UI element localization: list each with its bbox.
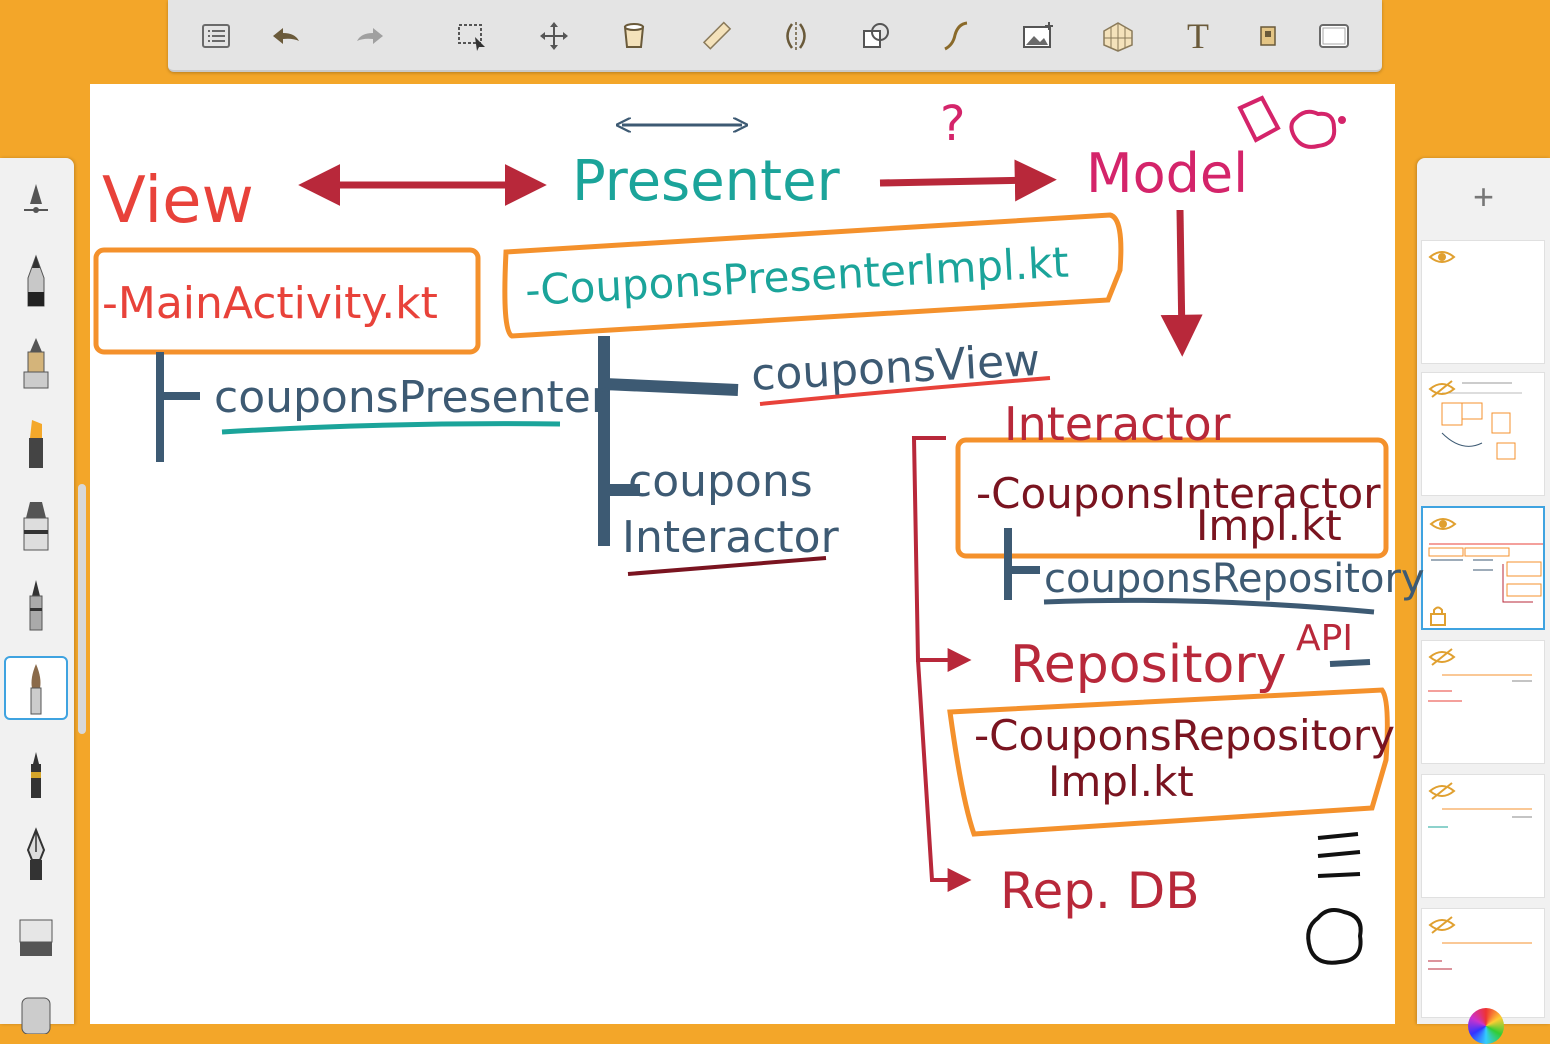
layers-panel: + [1417,158,1550,1024]
reference-icon[interactable] [1246,14,1290,58]
layer-5[interactable] [1421,774,1545,898]
layer-6[interactable] [1421,908,1545,1018]
top-toolbar: T [168,0,1382,72]
eye-hidden-icon[interactable] [1428,915,1456,935]
color-puck[interactable] [1468,1008,1504,1044]
layer-thumbnail [1441,382,1522,460]
ink-pen-icon[interactable] [4,822,68,886]
eraser-icon[interactable] [4,904,68,968]
layer-3[interactable] [1421,506,1545,630]
layer-2[interactable] [1421,372,1545,496]
highlighter-icon[interactable] [4,492,68,556]
image-icon[interactable] [1016,14,1060,58]
selection-icon[interactable] [450,14,494,58]
layer-thumbnail [1428,808,1532,828]
ruler-icon[interactable] [694,14,738,58]
layer-thumbnail [1428,942,1532,970]
lock-icon[interactable] [1429,604,1447,626]
brush-palette [0,158,74,1034]
perspective-icon[interactable] [1096,14,1140,58]
eye-icon[interactable] [1429,514,1457,534]
fullscreen-icon[interactable] [1312,14,1356,58]
symmetry-icon[interactable] [774,14,818,58]
eye-icon[interactable] [1428,247,1456,267]
layer-thumbnail [1428,674,1532,702]
fineliner-icon[interactable] [4,740,68,804]
paintbrush-icon[interactable] [4,656,68,720]
transform-icon[interactable] [532,14,576,58]
layer-4[interactable] [1421,640,1545,764]
text-icon[interactable]: T [1187,16,1209,56]
undo-icon[interactable] [264,14,308,58]
ballpoint-icon[interactable] [4,572,68,636]
eye-hidden-icon[interactable] [1428,647,1456,667]
add-layer-button[interactable]: + [1472,176,1495,217]
stroke-icon[interactable] [934,14,978,58]
list-icon[interactable] [194,14,238,58]
shapes-icon[interactable] [854,14,898,58]
marker-icon[interactable] [4,410,68,474]
eye-hidden-icon[interactable] [1428,379,1456,399]
airbrush-icon[interactable] [4,330,68,394]
layer-1[interactable] [1421,240,1545,364]
brush-scrollbar[interactable] [78,484,86,734]
redo-icon[interactable] [348,14,392,58]
brush-more-icon[interactable] [4,986,68,1034]
brush-adjust-icon[interactable] [4,166,68,230]
pencil-icon[interactable] [4,248,68,312]
fill-icon[interactable] [612,14,656,58]
drawing-canvas[interactable] [90,84,1395,1024]
layer-thumbnail [1428,543,1543,603]
eye-hidden-icon[interactable] [1428,781,1456,801]
